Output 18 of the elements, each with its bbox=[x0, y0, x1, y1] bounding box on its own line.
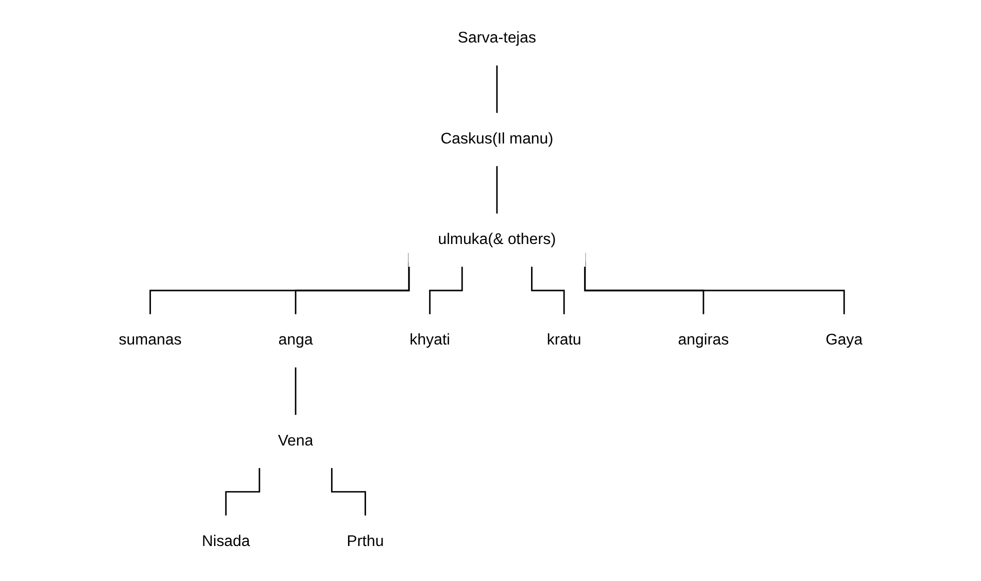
connector bbox=[224, 468, 260, 517]
node-text: sumanas bbox=[118, 332, 182, 349]
connector bbox=[294, 366, 296, 416]
connector bbox=[428, 266, 463, 316]
node-text: angiras bbox=[678, 332, 729, 349]
connector bbox=[530, 266, 565, 316]
connector bbox=[496, 166, 498, 215]
node-text: Gaya bbox=[825, 332, 862, 349]
node-text: Nisada bbox=[202, 533, 250, 550]
connector bbox=[496, 65, 498, 114]
node-text: Sarva-tejas bbox=[458, 30, 536, 47]
connector bbox=[330, 468, 366, 517]
node-text: Vena bbox=[278, 432, 314, 450]
node-text: khyati bbox=[409, 332, 450, 349]
node-text: anga bbox=[278, 332, 313, 349]
node-text: kratu bbox=[546, 332, 582, 349]
node-text: Caskus(Il manu) bbox=[440, 130, 554, 148]
node-text: Prthu bbox=[346, 533, 384, 550]
